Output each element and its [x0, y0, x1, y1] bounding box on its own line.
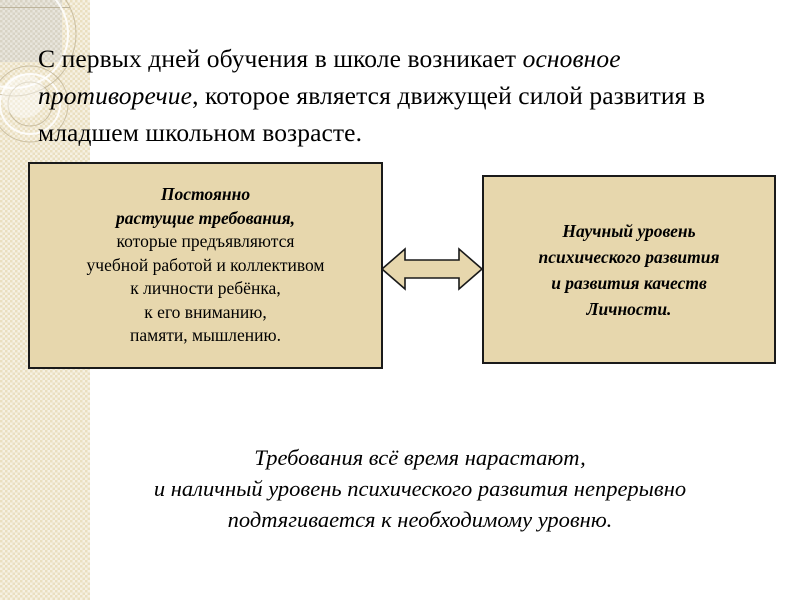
slide-title: С первых дней обучения в школе возникает…: [38, 40, 760, 151]
caption-line-1: Требования всё время нарастают,: [254, 445, 586, 470]
slide-caption: Требования всё время нарастают, и наличн…: [95, 442, 745, 535]
requirements-line-2: растущие требования,: [115, 207, 296, 228]
decorative-corner-block: [0, 0, 62, 62]
caption-line-3: подтягивается к необходимому уровню.: [227, 507, 613, 532]
decorative-arcs: [0, 0, 77, 143]
development-level-box: Научный уровень психического развития и …: [482, 175, 776, 364]
development-line-2: психического развития: [538, 246, 720, 267]
decorative-top-rule: [0, 7, 70, 8]
caption-line-2: и наличный уровень психического развития…: [153, 476, 687, 501]
requirements-line-7: памяти, мышлению.: [129, 325, 281, 346]
title-segment-emphasis: основное противоречие: [38, 44, 621, 110]
title-segment-3: , которое является движущей силой развит…: [38, 81, 706, 147]
requirements-box: Постоянно растущие требования, которые п…: [28, 162, 383, 369]
requirements-line-3: которые предъявляются: [116, 231, 295, 252]
development-line-3: и развития качеств: [551, 272, 707, 293]
development-line-1: Научный уровень: [562, 220, 696, 241]
requirements-line-1: Постоянно: [160, 184, 251, 205]
requirements-line-6: к его вниманию,: [144, 301, 267, 322]
development-line-4: Личности.: [586, 298, 672, 319]
requirements-box-content: Постоянно растущие требования, которые п…: [30, 183, 381, 348]
title-segment-1: С первых дней обучения в школе возникает: [38, 44, 523, 73]
requirements-line-4: учебной работой и коллективом: [86, 254, 325, 275]
requirements-line-5: к личности ребёнка,: [130, 278, 281, 299]
double-headed-arrow-icon: [381, 247, 483, 291]
development-level-box-content: Научный уровень психического развития и …: [484, 218, 774, 322]
